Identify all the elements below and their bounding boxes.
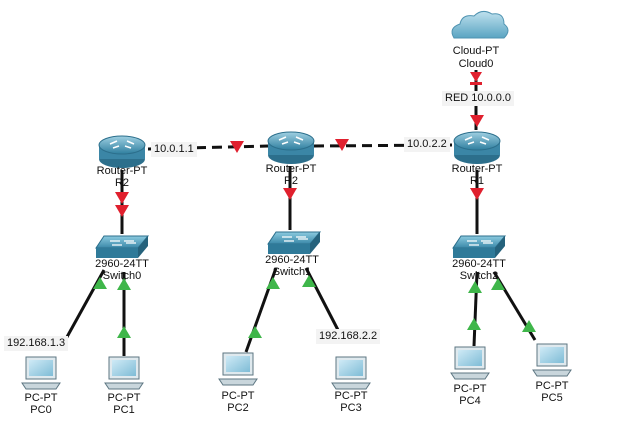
switch-icon[interactable] (95, 235, 150, 258)
pc-icon[interactable] (450, 346, 490, 380)
device-type-label: 2960-24TT (95, 258, 149, 270)
device-type-label: PC-PT (453, 383, 487, 395)
device-type-label: Cloud-PT (452, 45, 500, 57)
device-type-label: 2960-24TT (265, 254, 319, 266)
cloud-icon[interactable] (451, 10, 509, 39)
link-up-indicator (302, 275, 316, 287)
switch-icon[interactable] (267, 231, 322, 254)
device-name-label: Switch2 (459, 270, 499, 282)
link-down-indicator (335, 139, 349, 151)
link-down-indicator (283, 188, 297, 200)
pc-icon[interactable] (104, 356, 144, 390)
device-name-label: PC3 (340, 402, 362, 414)
device-name-label: Cloud0 (458, 58, 494, 70)
device-type-label: PC-PT (221, 390, 255, 402)
ip-label: 10.0.2.2 (404, 137, 450, 152)
device-name-label: Switch0 (102, 270, 142, 282)
switch-icon[interactable] (452, 235, 507, 258)
router-icon[interactable] (267, 131, 315, 164)
link-up-indicator (117, 326, 131, 338)
pc-icon[interactable] (218, 352, 258, 386)
device-type-label: 2960-24TT (452, 258, 506, 270)
router-icon[interactable] (453, 131, 501, 164)
device-type-label: PC-PT (107, 392, 141, 404)
link-up-indicator (93, 277, 107, 289)
device-name-label: Switch1 (272, 266, 312, 278)
link-up-indicator (467, 318, 481, 330)
device-name-label: PC0 (30, 404, 52, 416)
ip-label: 10.0.1.1 (151, 142, 197, 157)
device-type-label: Router-PT (265, 163, 317, 175)
ip-label: 192.168.2.2 (316, 329, 381, 344)
device-name-label: R2 (114, 177, 130, 189)
device-name-label: PC5 (541, 392, 563, 404)
device-type-label: PC-PT (334, 390, 368, 402)
device-name-label: PC4 (459, 395, 481, 407)
link-up-indicator (522, 320, 536, 332)
link-down-indicator-bar (470, 82, 482, 85)
link-down-indicator (470, 115, 484, 127)
link-down-indicator (115, 205, 129, 217)
network-label: RED 10.0.0.0 (442, 91, 515, 106)
pc-icon[interactable] (532, 343, 572, 377)
device-name-label: PC1 (113, 404, 135, 416)
router-icon[interactable] (98, 135, 146, 168)
link-up-indicator (468, 281, 482, 293)
link-up-indicator (491, 278, 505, 290)
pc-icon[interactable] (21, 356, 61, 390)
link-up-indicator (248, 326, 262, 338)
link-down-indicator (230, 141, 244, 153)
ip-label: 192.168.1.3 (4, 336, 69, 351)
pc-icon[interactable] (331, 356, 371, 390)
link-down-indicator (115, 192, 129, 204)
device-name-label: PC2 (227, 402, 249, 414)
device-type-label: Router-PT (451, 163, 503, 175)
link-down-indicator (470, 188, 484, 200)
link-up-indicator (266, 277, 280, 289)
device-name-label: R2 (283, 175, 299, 187)
device-type-label: PC-PT (24, 392, 58, 404)
link-down-indicator (470, 72, 482, 82)
device-type-label: PC-PT (535, 380, 569, 392)
device-type-label: Router-PT (96, 165, 148, 177)
device-name-label: R1 (469, 175, 485, 187)
link-switch1-pc3[interactable] (304, 267, 340, 331)
link-up-indicator (117, 278, 131, 290)
